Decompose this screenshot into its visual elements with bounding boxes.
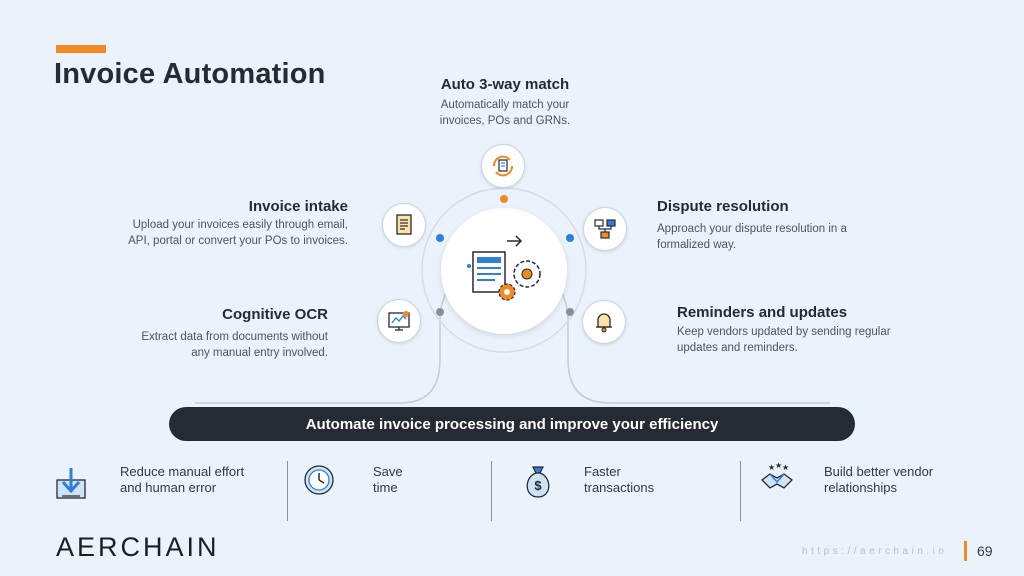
svg-text:★: ★ [782,463,789,472]
cognitive-ocr-icon-circle [377,299,421,343]
footer-url[interactable]: https://aerchain.io [802,546,948,557]
benefit-save-time-line2: time [373,480,398,495]
invoice-intake-desc-1: Upload your invoices easily through emai… [132,219,348,231]
benefit-divider-3 [740,461,741,521]
three-way-match-title: Auto 3-way match [440,76,570,93]
title-accent-bar [56,45,106,53]
efficiency-banner: Automate invoice processing and improve … [169,407,855,441]
three-way-match-desc-2: invoices, POs and GRNs. [439,115,571,127]
dispute-resolution-title: Dispute resolution [657,198,789,215]
dispute-resolution-block: Dispute resolution Approach your dispute… [657,198,917,253]
benefit-divider-1 [287,461,288,521]
aerchain-logo: AERCHAIN [56,532,220,562]
reminders-title: Reminders and updates [677,304,848,321]
benefit-save-time-line1: Save [373,464,403,479]
arc-dot-left-lower [436,308,444,316]
invoice-intake-block: Invoice intake Upload your invoices easi… [60,198,348,249]
download-icon [54,466,88,507]
cognitive-ocr-block: Cognitive OCR Extract data from document… [60,306,328,361]
center-hub [441,208,567,334]
arc-dot-right-lower [566,308,574,316]
dispute-resolution-desc-1: Approach your dispute resolution in a [657,223,847,235]
benefit-vendor-relationships-line2: relationships [824,480,897,495]
invoice-intake-icon-circle [382,203,426,247]
benefit-faster-transactions: Faster transactions [584,464,654,496]
invoice-intake-desc-2: API, portal or convert your POs to invoi… [128,235,348,247]
reminders-icon-circle [582,300,626,344]
benefit-reduce-effort-line2: and human error [120,480,217,495]
cognitive-ocr-desc-1: Extract data from documents without [141,331,328,343]
arc-dot-left-upper [436,234,444,242]
reminders-block: Reminders and updates Keep vendors updat… [677,304,957,356]
page-number-accent [964,541,967,561]
dispute-resolution-desc-2: formalized way. [657,239,737,251]
money-bag-icon: $ [520,461,556,506]
benefit-faster-transactions-line2: transactions [584,480,655,495]
three-way-match-desc-1: Automatically match your [440,99,570,111]
svg-text:$: $ [534,478,542,493]
three-way-match-block: Auto 3-way match Automatically match you… [400,76,610,129]
benefit-divider-2 [491,461,492,521]
invoice-document-icon [396,214,412,235]
svg-text:★: ★ [768,463,775,472]
document-cycle-icon [492,155,514,177]
benefit-save-time: Save time [373,464,403,496]
arc-dot-right-upper [566,234,574,242]
clock-icon [301,462,337,503]
cognitive-ocr-desc-2: any manual entry involved. [191,347,328,359]
benefit-reduce-effort-line1: Reduce manual effort [120,464,245,479]
handshake-icon: ★ ★ ★ [758,460,796,503]
bell-icon [596,313,612,333]
cognitive-ocr-title: Cognitive OCR [222,306,328,323]
page-title: Invoice Automation [54,58,326,90]
svg-text:★: ★ [775,461,782,470]
dispute-resolution-icon-circle [583,207,627,251]
document-gears-icon [467,235,541,301]
monitor-chart-icon [388,311,410,331]
three-way-match-icon-circle [481,144,525,188]
benefit-reduce-effort: Reduce manual effort and human error [120,464,244,496]
reminders-desc-2: updates and reminders. [677,342,798,354]
arc-dot-top [500,195,508,203]
benefit-vendor-relationships: Build better vendor relationships [824,464,933,496]
invoice-intake-title: Invoice intake [248,198,348,215]
benefit-faster-transactions-line1: Faster [584,464,621,479]
reminders-desc-1: Keep vendors updated by sending regular [677,326,891,338]
benefit-vendor-relationships-line1: Build better vendor [824,464,934,479]
flowchart-icon [594,219,616,239]
page-number: 69 [977,543,993,559]
